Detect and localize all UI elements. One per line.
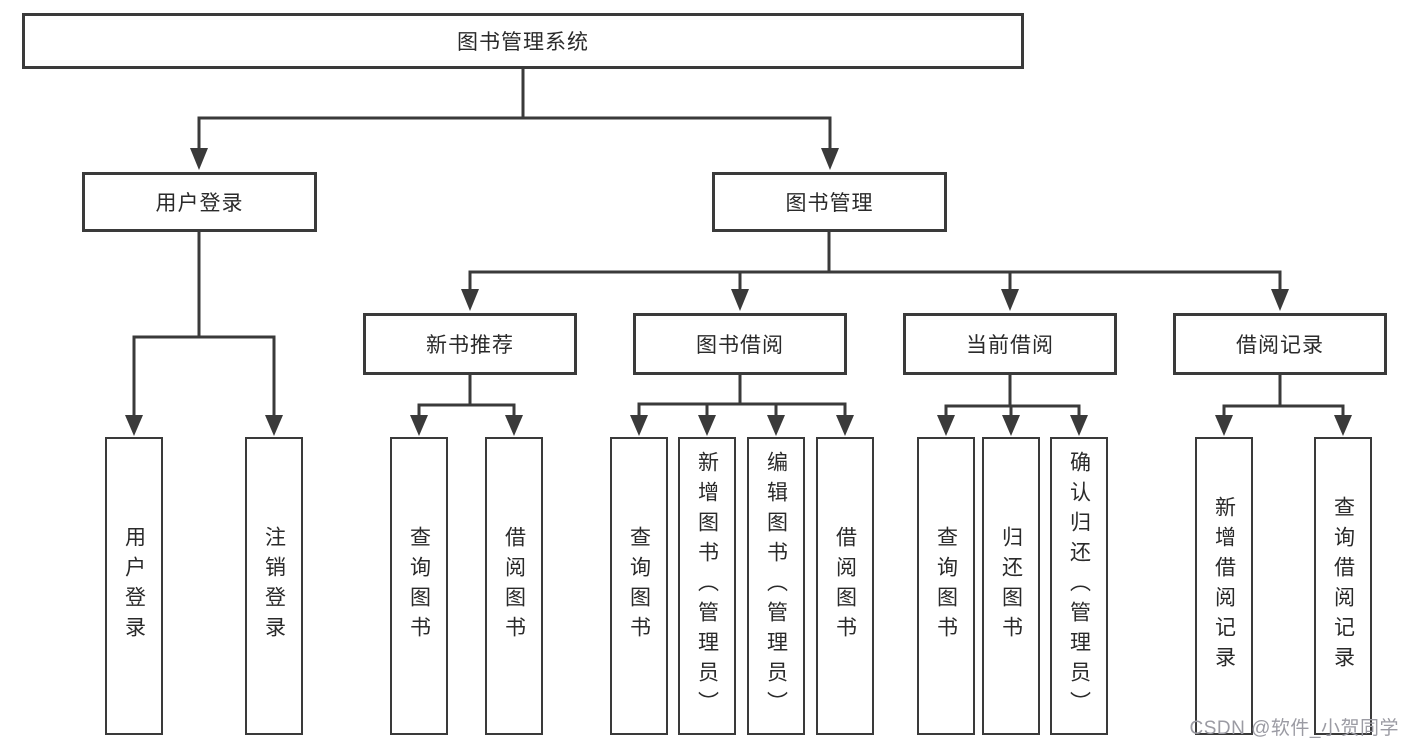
node-label: 新书推荐 bbox=[426, 334, 514, 357]
node-borrow-records: 借阅记录 bbox=[1173, 313, 1387, 375]
leaf-user-login: 用户登录 bbox=[105, 437, 163, 735]
node-library-management-system: 图书管理系统 bbox=[22, 13, 1024, 69]
leaf-add-borrow-record: 新增借阅记录 bbox=[1195, 437, 1253, 735]
leaf-label: 用户登录 bbox=[122, 526, 146, 646]
leaf-recommend-borrow-books: 借阅图书 bbox=[485, 437, 543, 735]
node-book-management: 图书管理 bbox=[712, 172, 947, 232]
leaf-recommend-query-books: 查询图书 bbox=[390, 437, 448, 735]
node-current-borrow: 当前借阅 bbox=[903, 313, 1117, 375]
leaf-label: 编辑图书（管理员） bbox=[764, 451, 788, 721]
leaf-borrow-borrow-books: 借阅图书 bbox=[816, 437, 874, 735]
leaf-label: 查询图书 bbox=[934, 526, 958, 646]
node-label: 当前借阅 bbox=[966, 334, 1054, 357]
leaf-borrow-query-books: 查询图书 bbox=[610, 437, 668, 735]
node-label: 图书管理系统 bbox=[457, 31, 589, 54]
leaf-label: 查询图书 bbox=[627, 526, 651, 646]
leaf-label: 借阅图书 bbox=[502, 526, 526, 646]
leaf-label: 新增图书（管理员） bbox=[695, 451, 719, 721]
leaf-label: 归还图书 bbox=[999, 526, 1023, 646]
leaf-confirm-return-admin: 确认归还（管理员） bbox=[1050, 437, 1108, 735]
node-label: 用户登录 bbox=[155, 192, 244, 215]
node-label: 图书借阅 bbox=[696, 334, 784, 357]
node-new-book-recommend: 新书推荐 bbox=[363, 313, 577, 375]
leaf-label: 确认归还（管理员） bbox=[1067, 451, 1091, 721]
csdn-watermark: CSDN @软件_小贺同学 bbox=[1189, 718, 1399, 739]
leaf-label: 借阅图书 bbox=[833, 526, 857, 646]
leaf-current-query-books: 查询图书 bbox=[917, 437, 975, 735]
node-label: 借阅记录 bbox=[1236, 334, 1324, 357]
leaf-logout: 注销登录 bbox=[245, 437, 303, 735]
leaf-label: 查询借阅记录 bbox=[1331, 496, 1355, 676]
leaf-edit-books-admin: 编辑图书（管理员） bbox=[747, 437, 805, 735]
node-label: 图书管理 bbox=[785, 192, 874, 215]
leaf-return-books: 归还图书 bbox=[982, 437, 1040, 735]
node-book-borrow: 图书借阅 bbox=[633, 313, 847, 375]
leaf-label: 注销登录 bbox=[262, 526, 286, 646]
node-user-login: 用户登录 bbox=[82, 172, 317, 232]
leaf-query-borrow-record: 查询借阅记录 bbox=[1314, 437, 1372, 735]
leaf-label: 新增借阅记录 bbox=[1212, 496, 1236, 676]
leaf-add-books-admin: 新增图书（管理员） bbox=[678, 437, 736, 735]
leaf-label: 查询图书 bbox=[407, 526, 431, 646]
